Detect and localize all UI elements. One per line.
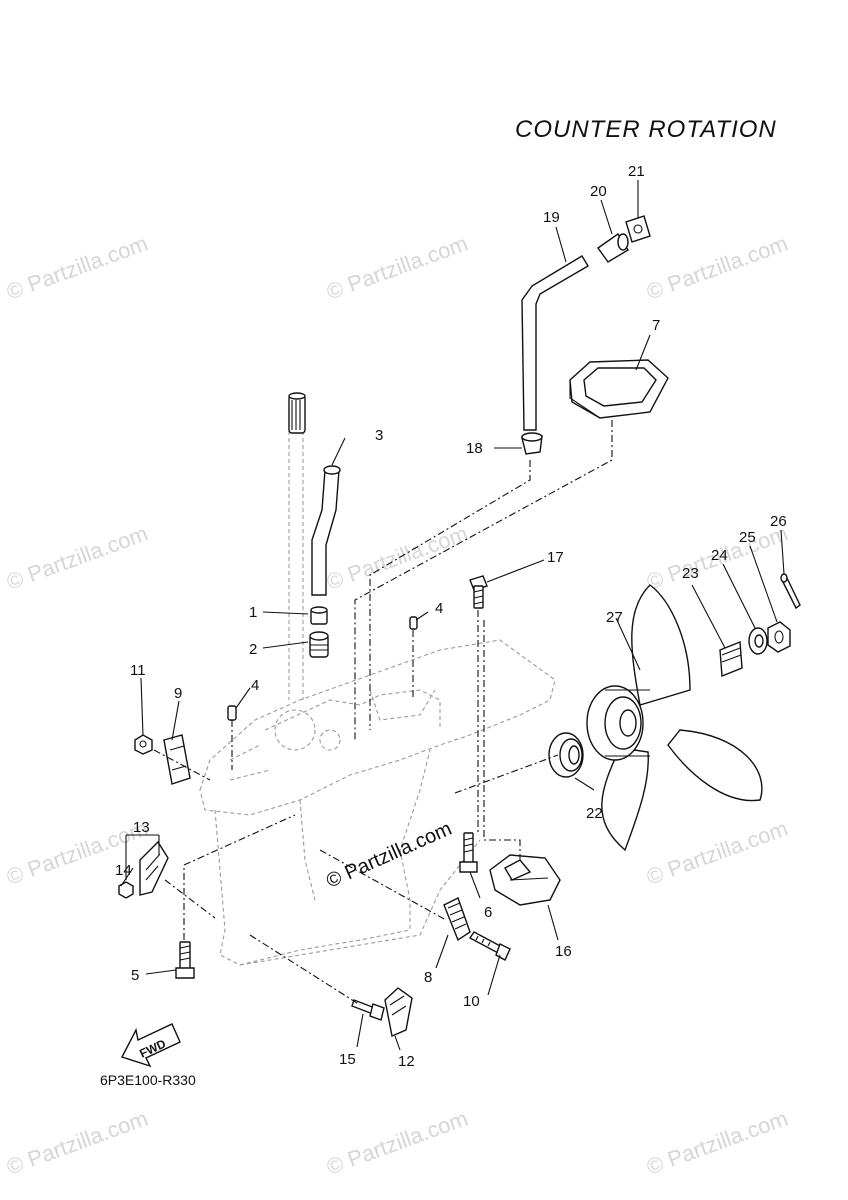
- callout-9: 9: [174, 685, 182, 702]
- diagram-title: COUNTER ROTATION: [515, 116, 777, 143]
- callout-16: 16: [555, 943, 572, 960]
- housing-top-details: [229, 689, 441, 781]
- callout-14: 14: [115, 862, 132, 879]
- part-26-cotter-pin: [780, 573, 801, 610]
- leader-lines: [120, 180, 785, 1051]
- callout-24: 24: [711, 547, 728, 564]
- part-22-thrust-washer: [548, 732, 584, 778]
- part-21-clip: [625, 215, 651, 243]
- part-23-spacer: [719, 640, 743, 678]
- part-27-propeller: [586, 584, 763, 852]
- callouts: 3 1 2 4 4 5 6 7 8 9 10 11 12 13 14 15 16…: [115, 163, 787, 1070]
- callout-26: 26: [770, 513, 787, 530]
- watermark: © Partzilla.com: [643, 1106, 791, 1180]
- callout-20: 20: [590, 183, 607, 200]
- watermark: © Partzilla.com: [643, 816, 791, 890]
- part-5-bolt: [175, 941, 195, 979]
- watermark: © Partzilla.com: [3, 231, 151, 305]
- part-6-bolt: [459, 832, 478, 873]
- callout-10: 10: [463, 993, 480, 1010]
- callout-11: 11: [130, 662, 146, 679]
- watermark: © Partzilla.com: [323, 521, 471, 595]
- callout-18: 18: [466, 440, 483, 457]
- callout-7: 7: [652, 317, 660, 334]
- lower-case-outline: [199, 410, 556, 966]
- callout-22: 22: [586, 805, 603, 822]
- callout-21: 21: [628, 163, 645, 180]
- part-8-plate: [443, 897, 471, 942]
- callout-3: 3: [375, 427, 383, 444]
- callout-5: 5: [131, 967, 139, 984]
- callout-27: 27: [606, 609, 623, 626]
- part-12-cover: [384, 987, 413, 1037]
- part-2-grommet: [309, 631, 329, 658]
- callout-4: 4: [251, 677, 259, 694]
- callout-17: 17: [547, 549, 564, 566]
- part-16-trim-tab: [489, 854, 561, 906]
- part-17-bolt: [469, 575, 488, 609]
- part-19-hose: [521, 255, 589, 431]
- part-24-washer: [748, 627, 768, 655]
- callout-2: 2: [249, 641, 257, 658]
- callout-4: 4: [435, 600, 443, 617]
- part-4-dowel-pin: [409, 616, 418, 630]
- part-4-dowel-pin: [227, 705, 237, 721]
- part-20-collar: [597, 233, 629, 263]
- diagram-code: 6P3E100-R330: [100, 1072, 196, 1088]
- drive-shaft: [288, 392, 306, 434]
- part-11-nut: [134, 734, 153, 755]
- part-18-grommet: [521, 432, 543, 455]
- callout-8: 8: [424, 969, 432, 986]
- watermark: © Partzilla.com: [643, 231, 791, 305]
- part-7-gasket: [569, 359, 669, 419]
- part-9-bracket: [163, 734, 191, 785]
- callout-15: 15: [339, 1051, 356, 1068]
- callout-25: 25: [739, 529, 756, 546]
- watermark: © Partzilla.com: [323, 231, 471, 305]
- part-14-nut: [118, 881, 134, 899]
- watermarks: © Partzilla.com © Partzilla.com © Partzi…: [3, 231, 791, 1180]
- watermark: © Partzilla.com: [3, 521, 151, 595]
- callout-13: 13: [133, 819, 150, 836]
- callout-6: 6: [484, 904, 492, 921]
- watermark: © Partzilla.com: [3, 1106, 151, 1180]
- part-10-bolt: [468, 931, 511, 961]
- fwd-arrow-icon: FWD: [120, 1023, 181, 1068]
- callout-23: 23: [682, 565, 699, 582]
- part-3-water-tube: [311, 465, 341, 596]
- callout-1: 1: [249, 604, 257, 621]
- part-15-bolt: [351, 999, 385, 1021]
- callout-19: 19: [543, 209, 560, 226]
- watermark: © Partzilla.com: [323, 1106, 471, 1180]
- callout-12: 12: [398, 1053, 415, 1070]
- part-13-anode: [139, 840, 169, 896]
- part-25-nut: [767, 621, 791, 653]
- center-watermark: © Partzilla.com: [323, 818, 455, 893]
- part-1-collar: [310, 606, 328, 625]
